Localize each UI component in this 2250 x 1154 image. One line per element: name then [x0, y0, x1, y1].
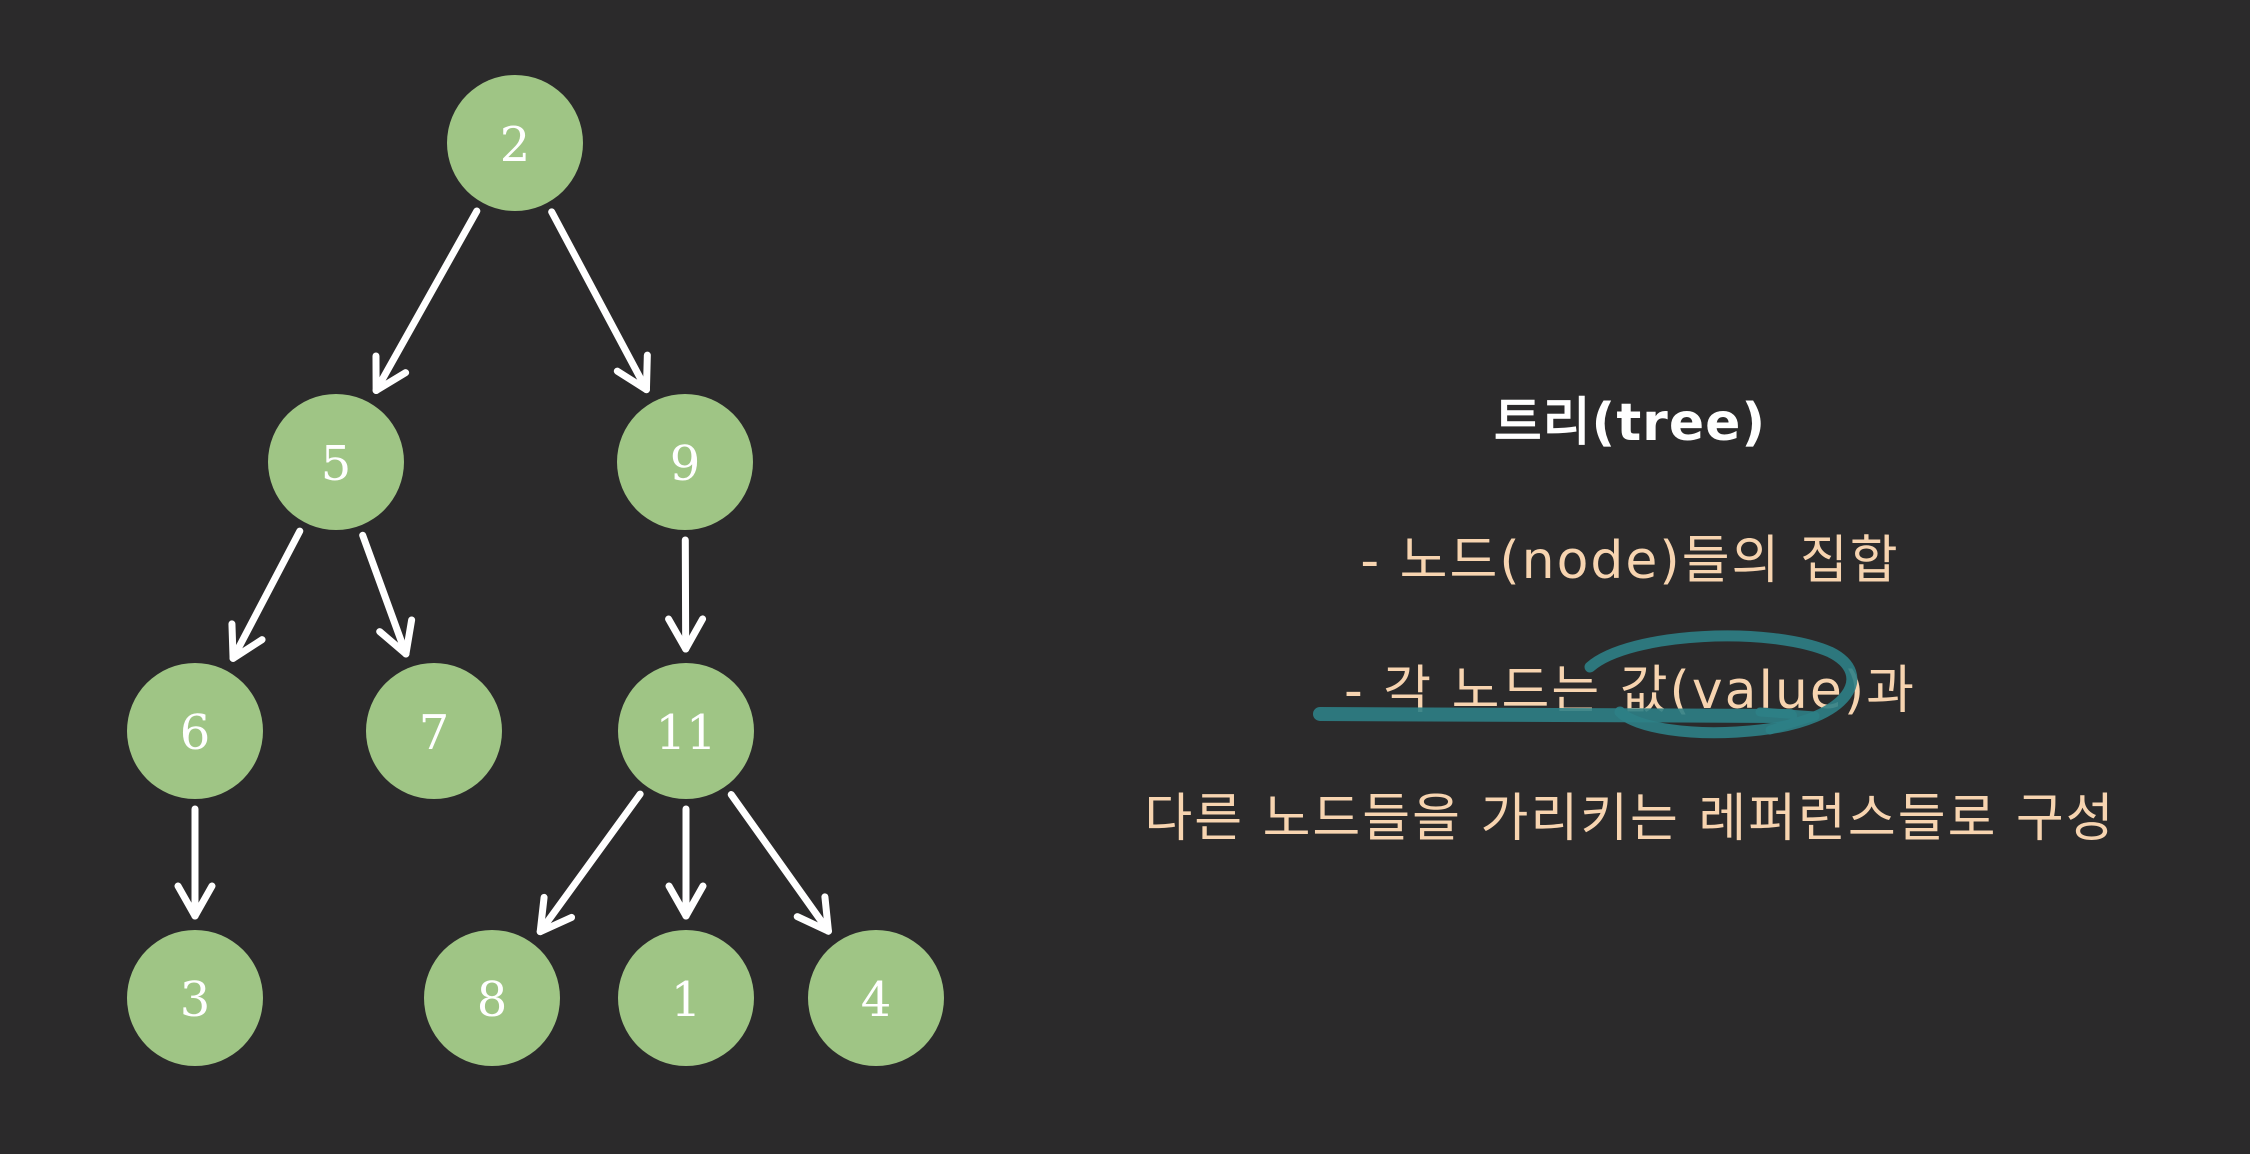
- tree-node-9: 9: [617, 394, 753, 530]
- node-label: 3: [180, 972, 211, 1028]
- arrowhead-n5-n7: [376, 616, 416, 658]
- tree-node-3: 3: [127, 930, 263, 1066]
- node-label: 2: [500, 117, 531, 173]
- node-label: 4: [861, 972, 892, 1028]
- node-label: 8: [477, 972, 508, 1028]
- tree-node-7: 7: [366, 663, 502, 799]
- edge-n5-n6: [229, 527, 304, 662]
- node-label: 9: [670, 436, 701, 492]
- node-circle: [808, 930, 944, 1066]
- edge-n5-n7: [359, 531, 410, 658]
- arrowhead-n11-n1: [665, 882, 707, 920]
- highlight-annotation: [1313, 630, 1858, 739]
- arrowhead-n11-n8: [536, 893, 576, 936]
- node-circle: [447, 75, 583, 211]
- arrowhead-n9-n11: [665, 615, 707, 653]
- node-circle: [127, 930, 263, 1066]
- arrowhead-n2-n5: [372, 352, 410, 394]
- node-circle: [268, 394, 404, 530]
- node-circle: [366, 663, 502, 799]
- node-label: 5: [321, 436, 352, 492]
- edge-n2-n9: [548, 208, 650, 394]
- node-circle: [618, 930, 754, 1066]
- edge-n2-n5: [372, 207, 481, 394]
- tree-node-8: 8: [424, 930, 560, 1066]
- tree-node-4: 4: [808, 930, 944, 1066]
- arrowhead-n2-n9: [613, 351, 651, 394]
- node-circle: [618, 663, 754, 799]
- definition-line-3: 다른 노드들을 가리키는 레퍼런스들로 구성: [1144, 789, 2116, 849]
- arrowhead-n11-n4: [793, 893, 832, 935]
- node-label: 6: [180, 705, 211, 761]
- title: 트리(tree): [1493, 393, 1767, 453]
- node-label: 11: [655, 705, 716, 761]
- tree-node-5: 5: [268, 394, 404, 530]
- edge-n11-n8: [536, 790, 644, 936]
- node-circle: [424, 930, 560, 1066]
- definition-line-1: - 노드(node)들의 집합: [1360, 531, 1900, 591]
- edge-n11-n4: [727, 791, 832, 935]
- node-circle: [617, 394, 753, 530]
- tree-diagram: 2 5 9 6 7 11 3 8 1 4: [127, 75, 944, 1066]
- tree-node-1: 1: [618, 930, 754, 1066]
- arrowhead-n6-n3: [174, 882, 216, 920]
- tree-node-11: 11: [618, 663, 754, 799]
- node-circle: [127, 663, 263, 799]
- arrowhead-n5-n6: [228, 620, 266, 662]
- node-label: 1: [671, 972, 702, 1028]
- node-label: 7: [419, 705, 450, 761]
- tree-node-2: 2: [447, 75, 583, 211]
- tree-node-6: 6: [127, 663, 263, 799]
